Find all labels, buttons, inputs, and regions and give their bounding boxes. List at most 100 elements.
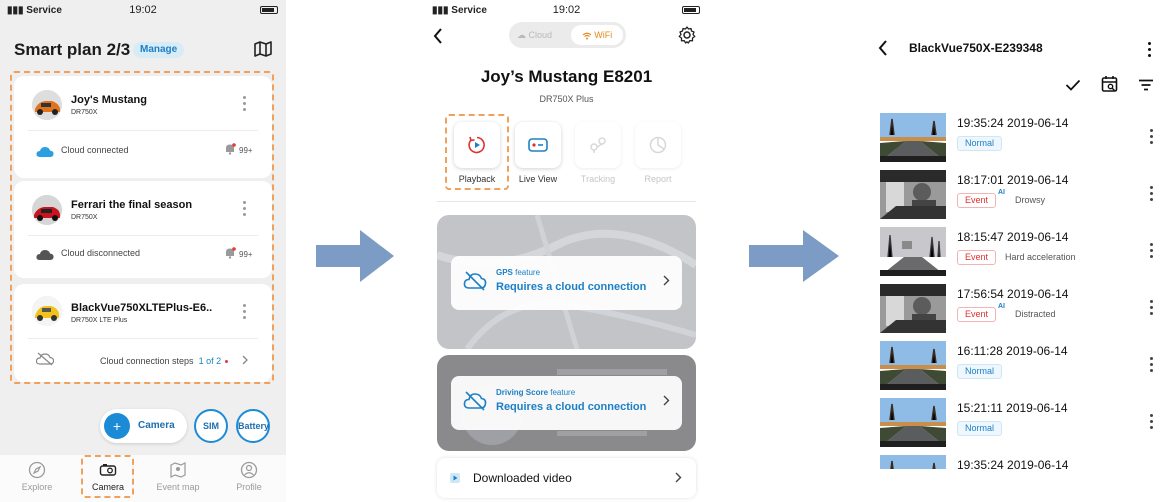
chevron-right-icon <box>675 472 682 483</box>
video-timestamp: 19:35:24 2019-06-14 <box>957 458 1069 472</box>
camera-card[interactable]: Ferrari the final season DR750X Cloud di… <box>14 181 272 278</box>
tab-profile[interactable]: Profile <box>219 461 279 492</box>
more-icon[interactable] <box>243 96 246 114</box>
camera-tab-highlight <box>81 455 134 498</box>
add-camera-button[interactable]: + Camera <box>100 409 187 443</box>
playback-label: Playback <box>458 174 496 184</box>
bell-icon[interactable] <box>224 247 236 259</box>
camera-model: DR750X LTE Plus <box>71 317 128 324</box>
video-thumbnail[interactable] <box>880 341 946 390</box>
wifi-option[interactable]: WiFi <box>571 25 623 45</box>
gps-feature-card[interactable]: GPS feature Requires a cloud connection <box>451 256 682 310</box>
report-button[interactable] <box>635 122 681 168</box>
tab-event-map[interactable]: Event map <box>148 461 208 492</box>
ai-badge: AI <box>998 189 1005 196</box>
video-timestamp: 18:15:47 2019-06-14 <box>957 230 1069 244</box>
carrier-label: ▮▮▮ Service <box>432 5 487 16</box>
video-thumbnail[interactable] <box>880 170 946 219</box>
camera-model: DR750X <box>71 109 98 116</box>
cloud-off-icon <box>36 352 54 366</box>
battery-icon <box>682 6 700 14</box>
connection-toggle[interactable]: ☁ Cloud WiFi <box>509 22 626 48</box>
more-icon[interactable] <box>1150 243 1153 261</box>
camera-name: Ferrari the final season <box>71 199 193 211</box>
more-icon[interactable] <box>1150 300 1153 318</box>
live-view-button[interactable] <box>515 122 561 168</box>
back-icon[interactable] <box>878 40 888 56</box>
chevron-right-icon <box>663 395 670 406</box>
more-icon[interactable] <box>243 304 246 322</box>
cloud-option[interactable]: ☁ Cloud <box>517 30 553 40</box>
video-thumbnail[interactable] <box>880 113 946 162</box>
video-row[interactable]: 19:35:24 2019-06-14 <box>880 455 1155 502</box>
video-thumbnail[interactable] <box>880 227 946 276</box>
video-file-icon <box>450 473 460 483</box>
divider <box>437 201 696 202</box>
profile-icon <box>240 461 258 479</box>
tab-label: Event map <box>156 482 200 492</box>
video-thumbnail[interactable] <box>880 284 946 333</box>
chevron-right-icon <box>663 275 670 286</box>
cloud-connection-steps[interactable]: Cloud connection steps 1 of 2 <box>100 356 229 366</box>
video-type-badge: Normal <box>957 421 1003 436</box>
select-check-icon[interactable] <box>1065 79 1081 91</box>
more-icon[interactable] <box>1150 129 1153 147</box>
steps-progress: 1 of 2 <box>198 356 222 366</box>
playback-list-screen: BlackVue750X-E239348 19:35:24 2019-06-14… <box>870 0 1163 502</box>
camera-card[interactable]: Joy's Mustang DR750X Cloud connected 99+ <box>14 76 272 178</box>
compass-icon <box>28 461 46 479</box>
flow-arrow-icon <box>316 230 394 282</box>
car-avatar <box>32 90 62 120</box>
page-title: Smart plan 2/3 <box>14 40 131 59</box>
more-icon[interactable] <box>1150 414 1153 432</box>
calendar-search-icon[interactable] <box>1101 75 1119 93</box>
tab-label: Profile <box>236 482 262 492</box>
map-icon[interactable] <box>254 41 272 57</box>
back-icon[interactable] <box>433 28 443 44</box>
more-icon[interactable] <box>1148 42 1151 57</box>
more-icon[interactable] <box>1150 186 1153 204</box>
ai-badge: AI <box>998 303 1005 310</box>
playback-icon <box>468 136 485 154</box>
battery-button[interactable]: Battery <box>236 409 270 443</box>
feature-name: Driving Score feature <box>496 388 576 397</box>
playback-highlight <box>445 114 509 190</box>
event-tag: Distracted <box>1015 309 1056 319</box>
driving-score-panel: Driving Score feature Requires a cloud c… <box>437 355 696 451</box>
video-thumbnail[interactable] <box>880 398 946 447</box>
video-thumbnail[interactable] <box>880 455 946 469</box>
tab-camera[interactable]: Camera <box>78 461 138 492</box>
chevron-right-icon[interactable] <box>242 355 249 365</box>
camera-detail-screen: ▮▮▮ Service 19:02 ☁ Cloud WiFi Joy’s Mus… <box>425 0 708 502</box>
sim-button[interactable]: SIM <box>194 409 228 443</box>
more-icon[interactable] <box>243 201 246 219</box>
cloud-status: Cloud disconnected <box>61 248 141 258</box>
more-icon[interactable] <box>1150 357 1153 375</box>
bottom-tab-bar: Explore Camera Event map Profile <box>0 455 286 502</box>
live-view-icon <box>528 138 548 152</box>
manage-button[interactable]: Manage <box>133 42 185 58</box>
tracking-button[interactable] <box>575 122 621 168</box>
downloaded-video-row[interactable]: Downloaded video <box>437 458 696 498</box>
plus-icon: + <box>104 413 130 439</box>
cloud-connected-icon <box>36 147 54 157</box>
bell-icon[interactable] <box>224 143 236 155</box>
wifi-icon <box>582 32 592 40</box>
driving-score-card[interactable]: Driving Score feature Requires a cloud c… <box>451 376 682 430</box>
event-count: 99+ <box>239 250 253 259</box>
camera-card[interactable]: BlackVue750XLTEPlus-E6.. DR750X LTE Plus… <box>14 284 272 382</box>
device-model: DR750X Plus <box>539 94 594 104</box>
tab-explore[interactable]: Explore <box>7 461 67 492</box>
report-icon <box>649 136 667 154</box>
camera-list-highlight <box>10 71 274 384</box>
playback-button[interactable] <box>454 122 500 168</box>
settings-icon[interactable] <box>678 26 696 44</box>
filter-icon[interactable] <box>1138 79 1154 91</box>
cloud-off-icon <box>463 391 487 411</box>
